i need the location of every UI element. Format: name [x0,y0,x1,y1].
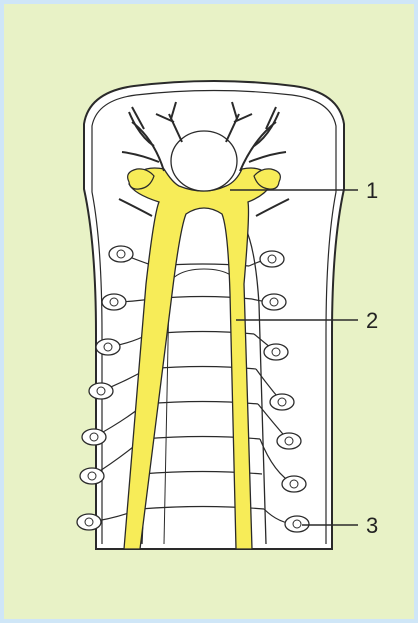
label-3: 3 [366,513,378,538]
label-1: 1 [366,178,378,203]
label-2: 2 [366,308,378,333]
planarian-nervous-system-diagram: 1 2 3 [4,4,418,627]
